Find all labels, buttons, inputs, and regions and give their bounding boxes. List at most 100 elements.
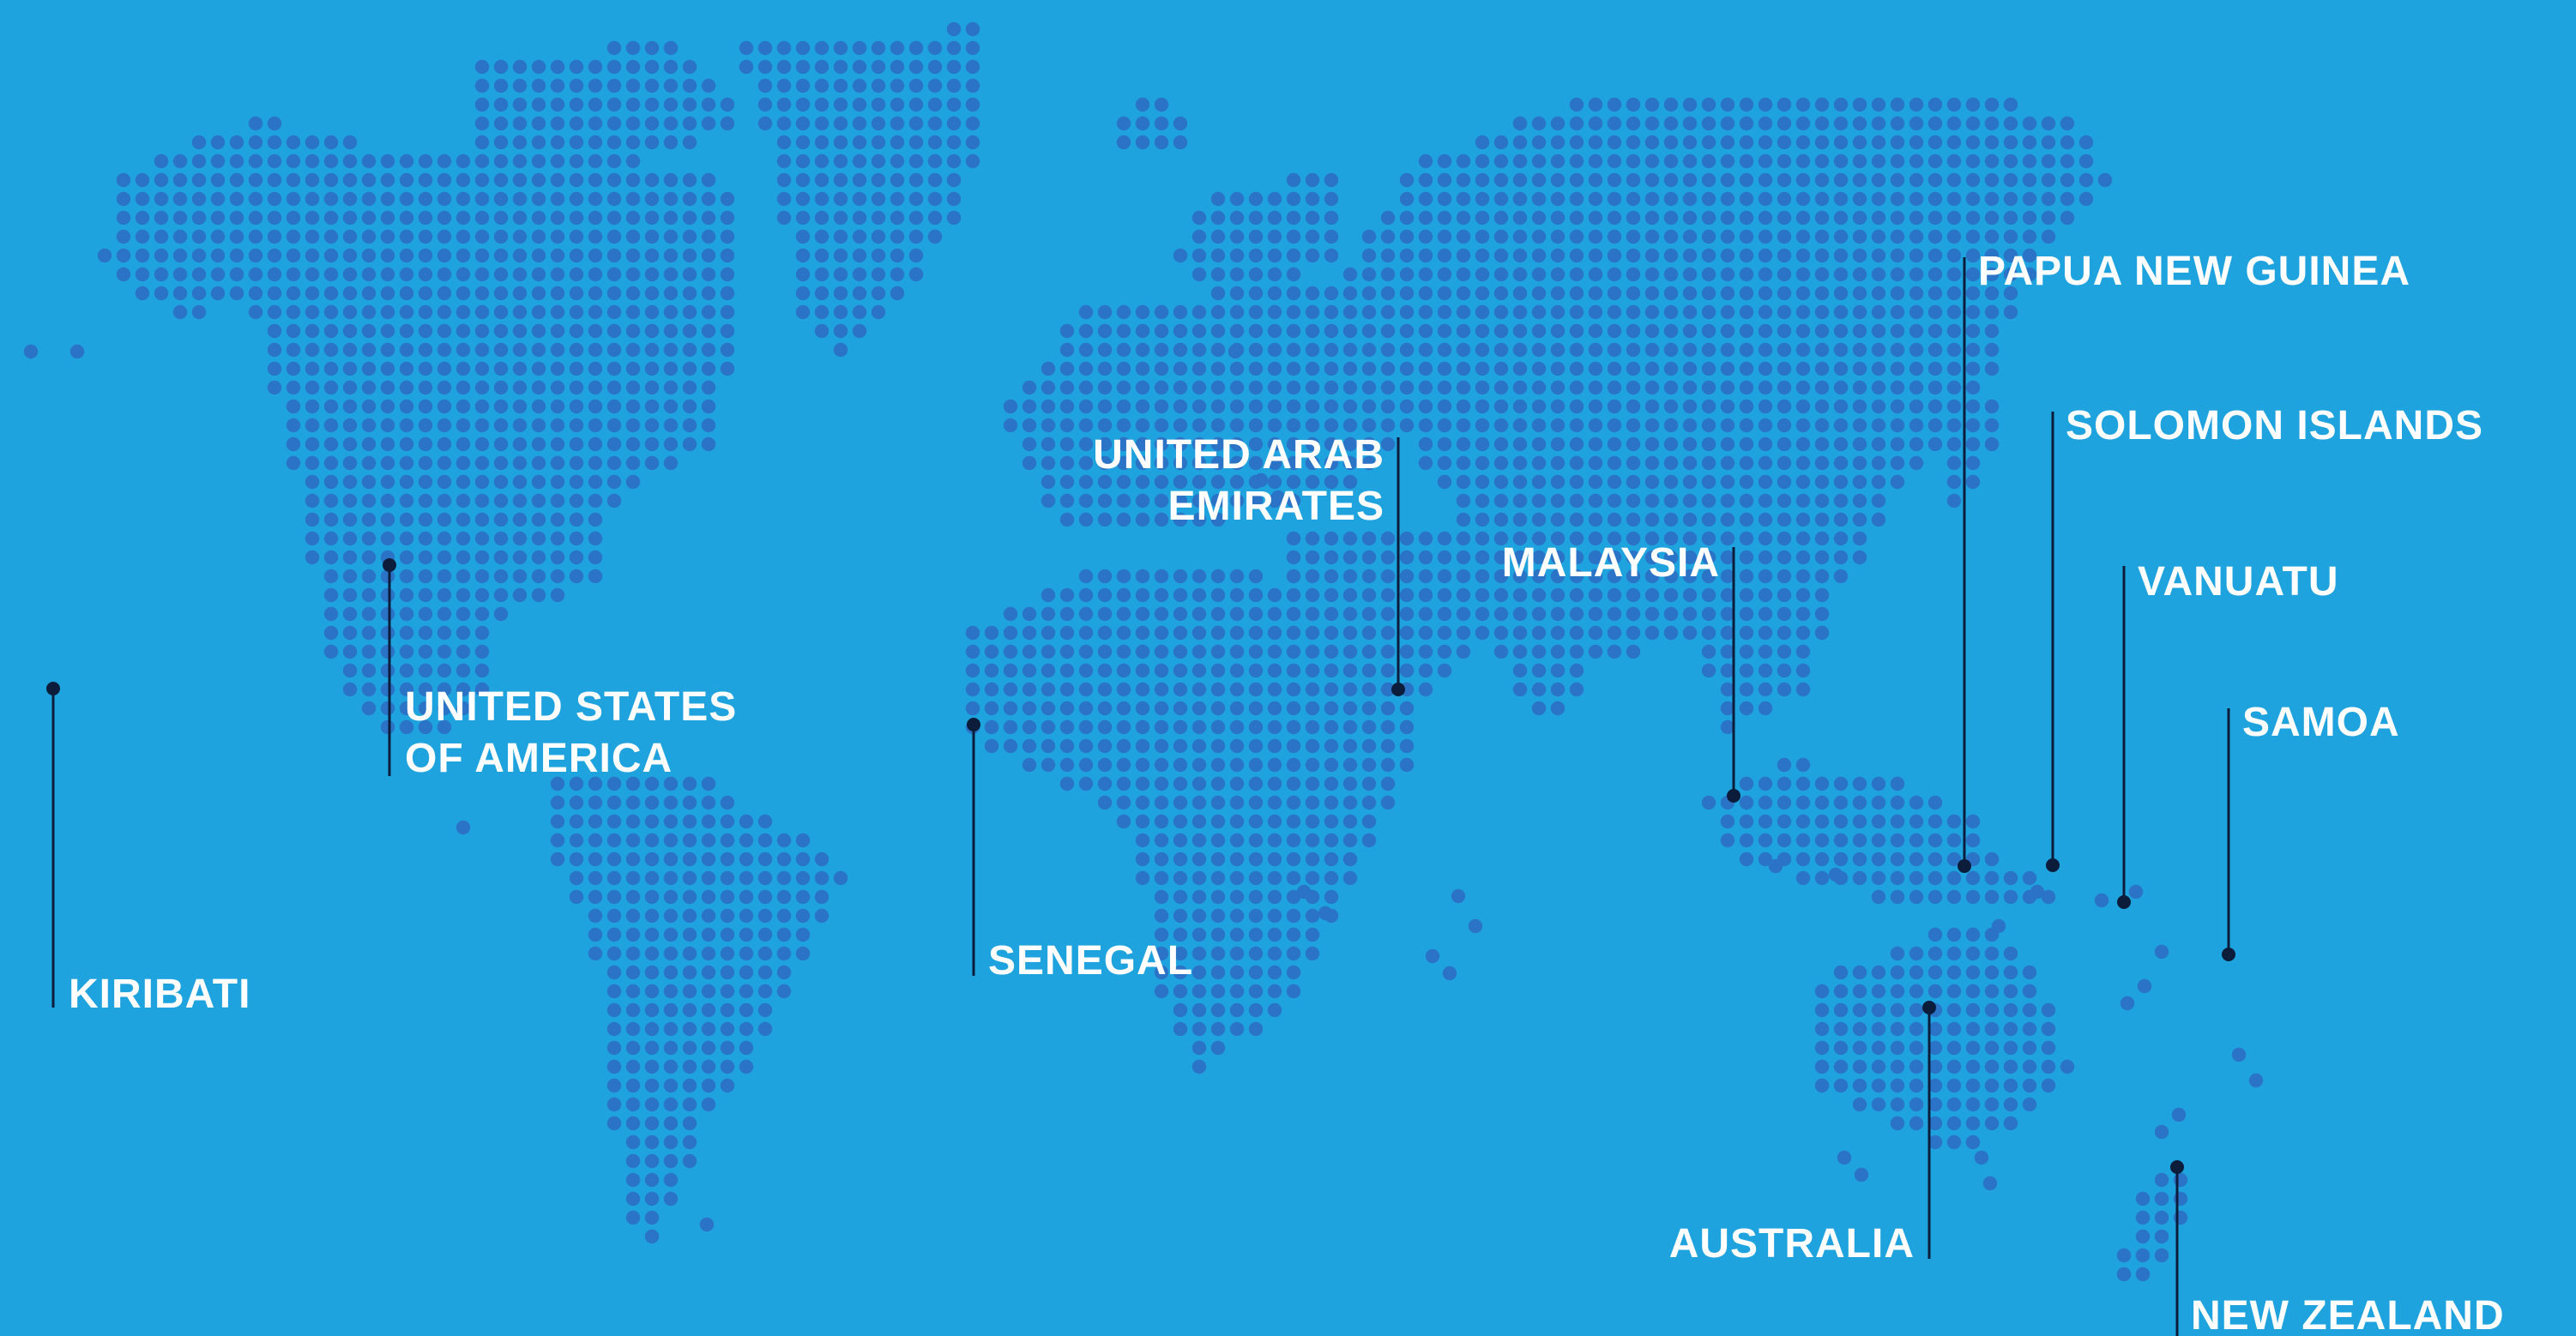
land-dot <box>455 436 471 452</box>
land-dot <box>1154 97 1169 112</box>
land-dot <box>1173 833 1188 848</box>
land-dot <box>380 267 395 282</box>
land-dot <box>908 59 924 75</box>
land-dot <box>1833 116 1849 131</box>
land-dot <box>1663 153 1679 169</box>
land-dot <box>1210 455 1226 471</box>
land-dot <box>1777 97 1792 112</box>
land-dot <box>2078 191 2094 207</box>
land-dot <box>1814 380 1830 395</box>
land-dot <box>1361 719 1377 735</box>
land-dot <box>871 191 886 207</box>
land-dot <box>1569 304 1584 320</box>
land-dot <box>1437 625 1452 641</box>
land-dot <box>1361 286 1377 301</box>
country-label-line: UNITED ARAB <box>1093 432 1385 478</box>
land-dot <box>210 191 226 207</box>
land-dot <box>2003 191 2018 207</box>
land-dot <box>474 59 490 75</box>
land-dot <box>1871 210 1886 226</box>
land-dot <box>1739 587 1754 603</box>
land-dot <box>663 78 679 93</box>
land-dot <box>1795 323 1811 339</box>
land-dot <box>1663 493 1679 509</box>
land-dot <box>550 267 565 282</box>
land-dot <box>1852 418 1867 433</box>
land-dot <box>1739 135 1754 150</box>
land-dot <box>1682 531 1698 546</box>
land-dot <box>1135 625 1150 641</box>
land-dot <box>493 59 509 75</box>
land-dot <box>757 1002 773 1018</box>
land-dot <box>97 248 112 263</box>
land-dot <box>1097 644 1113 659</box>
land-dot <box>625 946 641 961</box>
land-dot <box>323 380 339 395</box>
land-dot <box>1588 436 1603 452</box>
land-dot <box>852 323 867 339</box>
land-dot <box>1078 436 1094 452</box>
land-dot <box>1154 304 1169 320</box>
land-dot <box>1701 342 1716 358</box>
land-dot <box>1361 361 1377 376</box>
land-dot <box>380 210 395 226</box>
land-dot <box>1286 191 1301 207</box>
land-dot <box>286 153 301 169</box>
land-dot <box>512 418 528 433</box>
land-dot <box>2154 1172 2169 1188</box>
land-dot <box>474 116 490 131</box>
land-dot <box>1191 833 1207 848</box>
land-dot <box>946 59 962 75</box>
land-dot <box>1493 248 1509 263</box>
land-dot <box>1399 569 1415 584</box>
land-dot <box>644 852 660 867</box>
land-dot <box>1191 1040 1207 1056</box>
land-dot <box>644 946 660 961</box>
land-dot <box>663 1021 679 1037</box>
land-dot <box>1758 153 1773 169</box>
land-dot <box>644 927 660 942</box>
land-dot <box>1965 97 1981 112</box>
land-dot <box>1324 172 1339 188</box>
land-dot <box>1173 436 1188 452</box>
land-dot <box>229 248 244 263</box>
land-dot <box>1399 172 1415 188</box>
land-dot <box>625 399 641 414</box>
land-dot <box>1059 361 1075 376</box>
land-dot <box>342 455 358 471</box>
land-dot <box>1644 531 1660 546</box>
land-dot <box>1078 644 1094 659</box>
land-dot <box>1229 946 1245 961</box>
land-dot <box>229 172 244 188</box>
land-dot <box>701 172 716 188</box>
land-dot <box>1022 644 1037 659</box>
land-dot <box>1059 701 1075 716</box>
land-dot <box>1965 286 1981 301</box>
land-dot <box>418 304 433 320</box>
land-dot <box>550 512 565 527</box>
land-dot <box>1399 399 1415 414</box>
land-dot <box>1380 531 1396 546</box>
land-dot <box>1588 323 1603 339</box>
land-dot <box>625 889 641 905</box>
land-dot <box>512 229 528 244</box>
land-dot <box>1286 701 1301 716</box>
land-dot <box>1210 946 1226 961</box>
land-dot <box>2041 116 2056 131</box>
land-dot <box>1078 399 1094 414</box>
land-dot <box>1324 286 1339 301</box>
land-dot <box>418 210 433 226</box>
land-dot <box>1324 304 1339 320</box>
land-dot <box>1758 418 1773 433</box>
land-dot <box>1550 210 1566 226</box>
land-dot <box>1682 116 1698 131</box>
land-dot <box>437 474 452 490</box>
land-dot <box>512 587 528 603</box>
land-dot <box>1795 361 1811 376</box>
land-dot <box>1173 116 1188 131</box>
land-dot <box>1229 493 1245 509</box>
land-dot <box>1267 833 1282 848</box>
land-dot <box>1512 436 1528 452</box>
land-dot <box>1248 908 1264 924</box>
land-dot <box>644 889 660 905</box>
